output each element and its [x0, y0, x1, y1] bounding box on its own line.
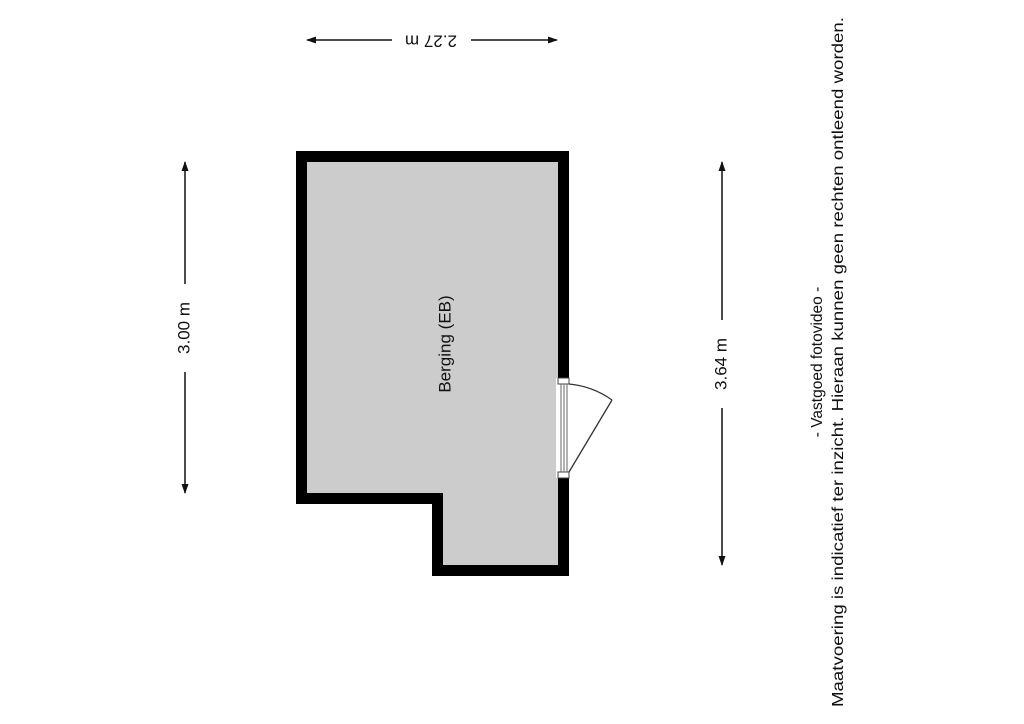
- disclaimer-line-1: - Vastgoed fotovideo -: [809, 287, 826, 438]
- room-label: Berging (EB): [435, 295, 454, 392]
- door: [556, 377, 613, 479]
- door-leaf: [568, 399, 613, 473]
- room-berging: [296, 151, 569, 576]
- dimension-label-top: 2.27 m: [405, 32, 457, 51]
- disclaimer-line-2: Maatvoering is indicatief ter inzicht. H…: [830, 17, 847, 707]
- dimension-right: 3.64 m: [711, 161, 730, 566]
- door-swing-arc: [568, 383, 613, 401]
- disclaimer: - Vastgoed fotovideo - Maatvoering is in…: [809, 17, 847, 707]
- dimension-top: 2.27 m: [306, 32, 558, 51]
- dimension-left: 3.00 m: [174, 161, 193, 494]
- dimension-label-left: 3.00 m: [174, 302, 193, 354]
- dimension-label-right: 3.64 m: [711, 338, 730, 390]
- room-floor: [307, 162, 558, 565]
- door-frame-top: [557, 377, 570, 385]
- door-frame-bottom: [557, 471, 570, 479]
